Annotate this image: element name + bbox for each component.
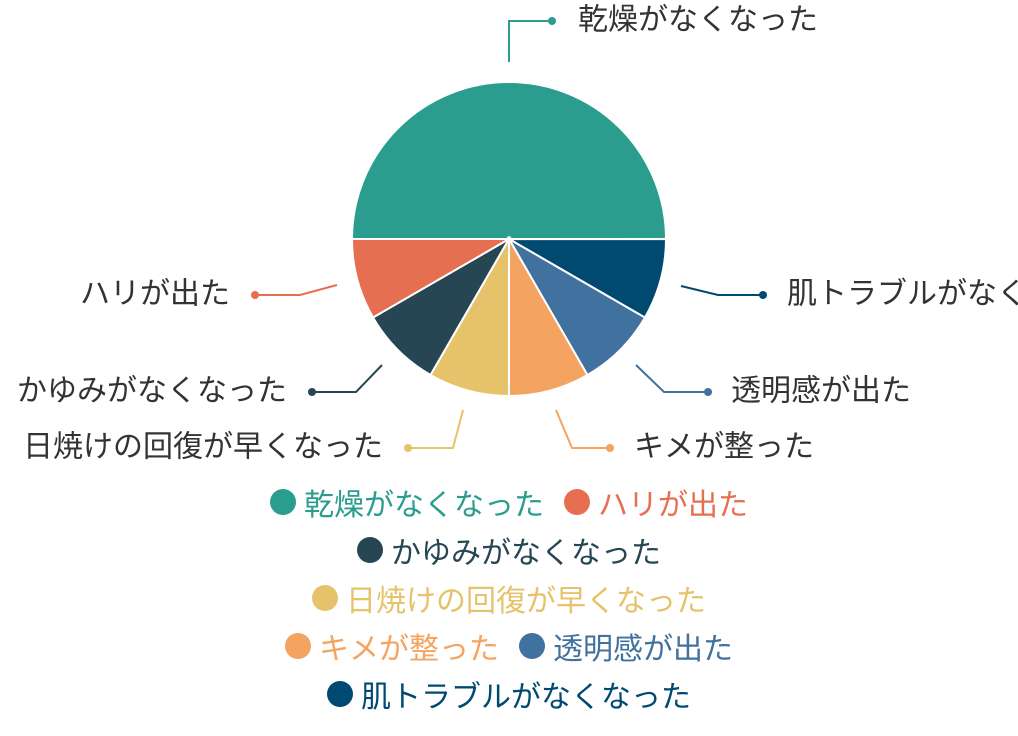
legend-item-ハリが出た[interactable]: ハリが出た (564, 480, 748, 524)
slice-label-透明感が出た: 透明感が出た (731, 374, 911, 409)
legend-dot-icon (519, 633, 545, 659)
legend-dot-icon (564, 489, 590, 515)
legend-row: キメが整った 透明感が出た (0, 624, 1018, 668)
legend-dot-icon (270, 489, 296, 515)
slice-label-かゆみがなくなった: かゆみがなくなった (17, 374, 287, 409)
legend-item-肌トラブルがなくなった[interactable]: 肌トラブルがなくなった (327, 672, 691, 716)
leader-line-かゆみがなくなった (312, 364, 383, 393)
legend-item-キメが整った[interactable]: キメが整った (285, 624, 499, 668)
legend-label: 肌トラブルがなくなった (361, 680, 691, 715)
leader-dot-かゆみがなくなった (308, 388, 316, 396)
legend-row: 乾燥がなくなった ハリが出た (0, 480, 1018, 524)
slice-label-キメが整った: キメが整った (634, 430, 814, 465)
legend-item-乾燥がなくなった[interactable]: 乾燥がなくなった (270, 480, 544, 524)
legend-label: 日焼けの回復が早くなった (346, 584, 706, 619)
legend-item-かゆみがなくなった[interactable]: かゆみがなくなった (357, 528, 661, 572)
legend-dot-icon (285, 633, 311, 659)
legend-row: かゆみがなくなった (0, 528, 1018, 572)
pie-slices (350, 81, 668, 398)
leader-line-透明感が出た (635, 364, 708, 393)
pie-slice-ハリが出た (350, 238, 513, 319)
pie-slice-乾燥がなくなった (350, 81, 668, 241)
leader-dot-日焼けの回復が早くなった (404, 444, 412, 452)
slice-label-ハリが出た: ハリが出た (80, 277, 230, 312)
legend-label: 乾燥がなくなった (304, 488, 544, 523)
leader-line-日焼けの回復が早くなった (408, 409, 464, 449)
legend-item-日焼けの回復が早くなった[interactable]: 日焼けの回復が早くなった (312, 576, 706, 620)
legend-label: かゆみがなくなった (391, 536, 661, 571)
leader-dot-肌トラブルがなくなった (759, 291, 767, 299)
slice-label-肌トラブルがなくなった: 肌トラブルがなくなった (787, 277, 1018, 312)
leader-lines (251, 17, 767, 452)
legend-label: ハリが出た (598, 488, 748, 523)
legend-dot-icon (312, 585, 338, 611)
leader-line-肌トラブルがなくなった (680, 285, 763, 296)
legend-row: 肌トラブルがなくなった (0, 672, 1018, 716)
leader-line-乾燥がなくなった (508, 20, 552, 62)
leader-dot-ハリが出た (251, 291, 259, 299)
leader-dot-キメが整った (606, 444, 614, 452)
leader-line-ハリが出た (255, 284, 338, 296)
leader-dot-透明感が出た (704, 388, 712, 396)
leader-line-キメが整った (555, 409, 610, 449)
legend-dot-icon (327, 681, 353, 707)
legend-item-透明感が出た[interactable]: 透明感が出た (519, 624, 733, 668)
slice-labels: 乾燥がなくなった肌トラブルがなくなった透明感が出たキメが整った 日焼けの回復が早く… (17, 3, 1018, 465)
slice-label-日焼けの回復が早くなった: 日焼けの回復が早くなった (23, 430, 383, 465)
slice-label-乾燥がなくなった: 乾燥がなくなった (578, 3, 818, 38)
leader-dot-乾燥がなくなった (548, 17, 556, 25)
legend-label: キメが整った (319, 632, 499, 667)
legend-label: 透明感が出た (553, 632, 733, 667)
legend-row: 日焼けの回復が早くなった (0, 576, 1018, 620)
legend-dot-icon (357, 537, 383, 563)
